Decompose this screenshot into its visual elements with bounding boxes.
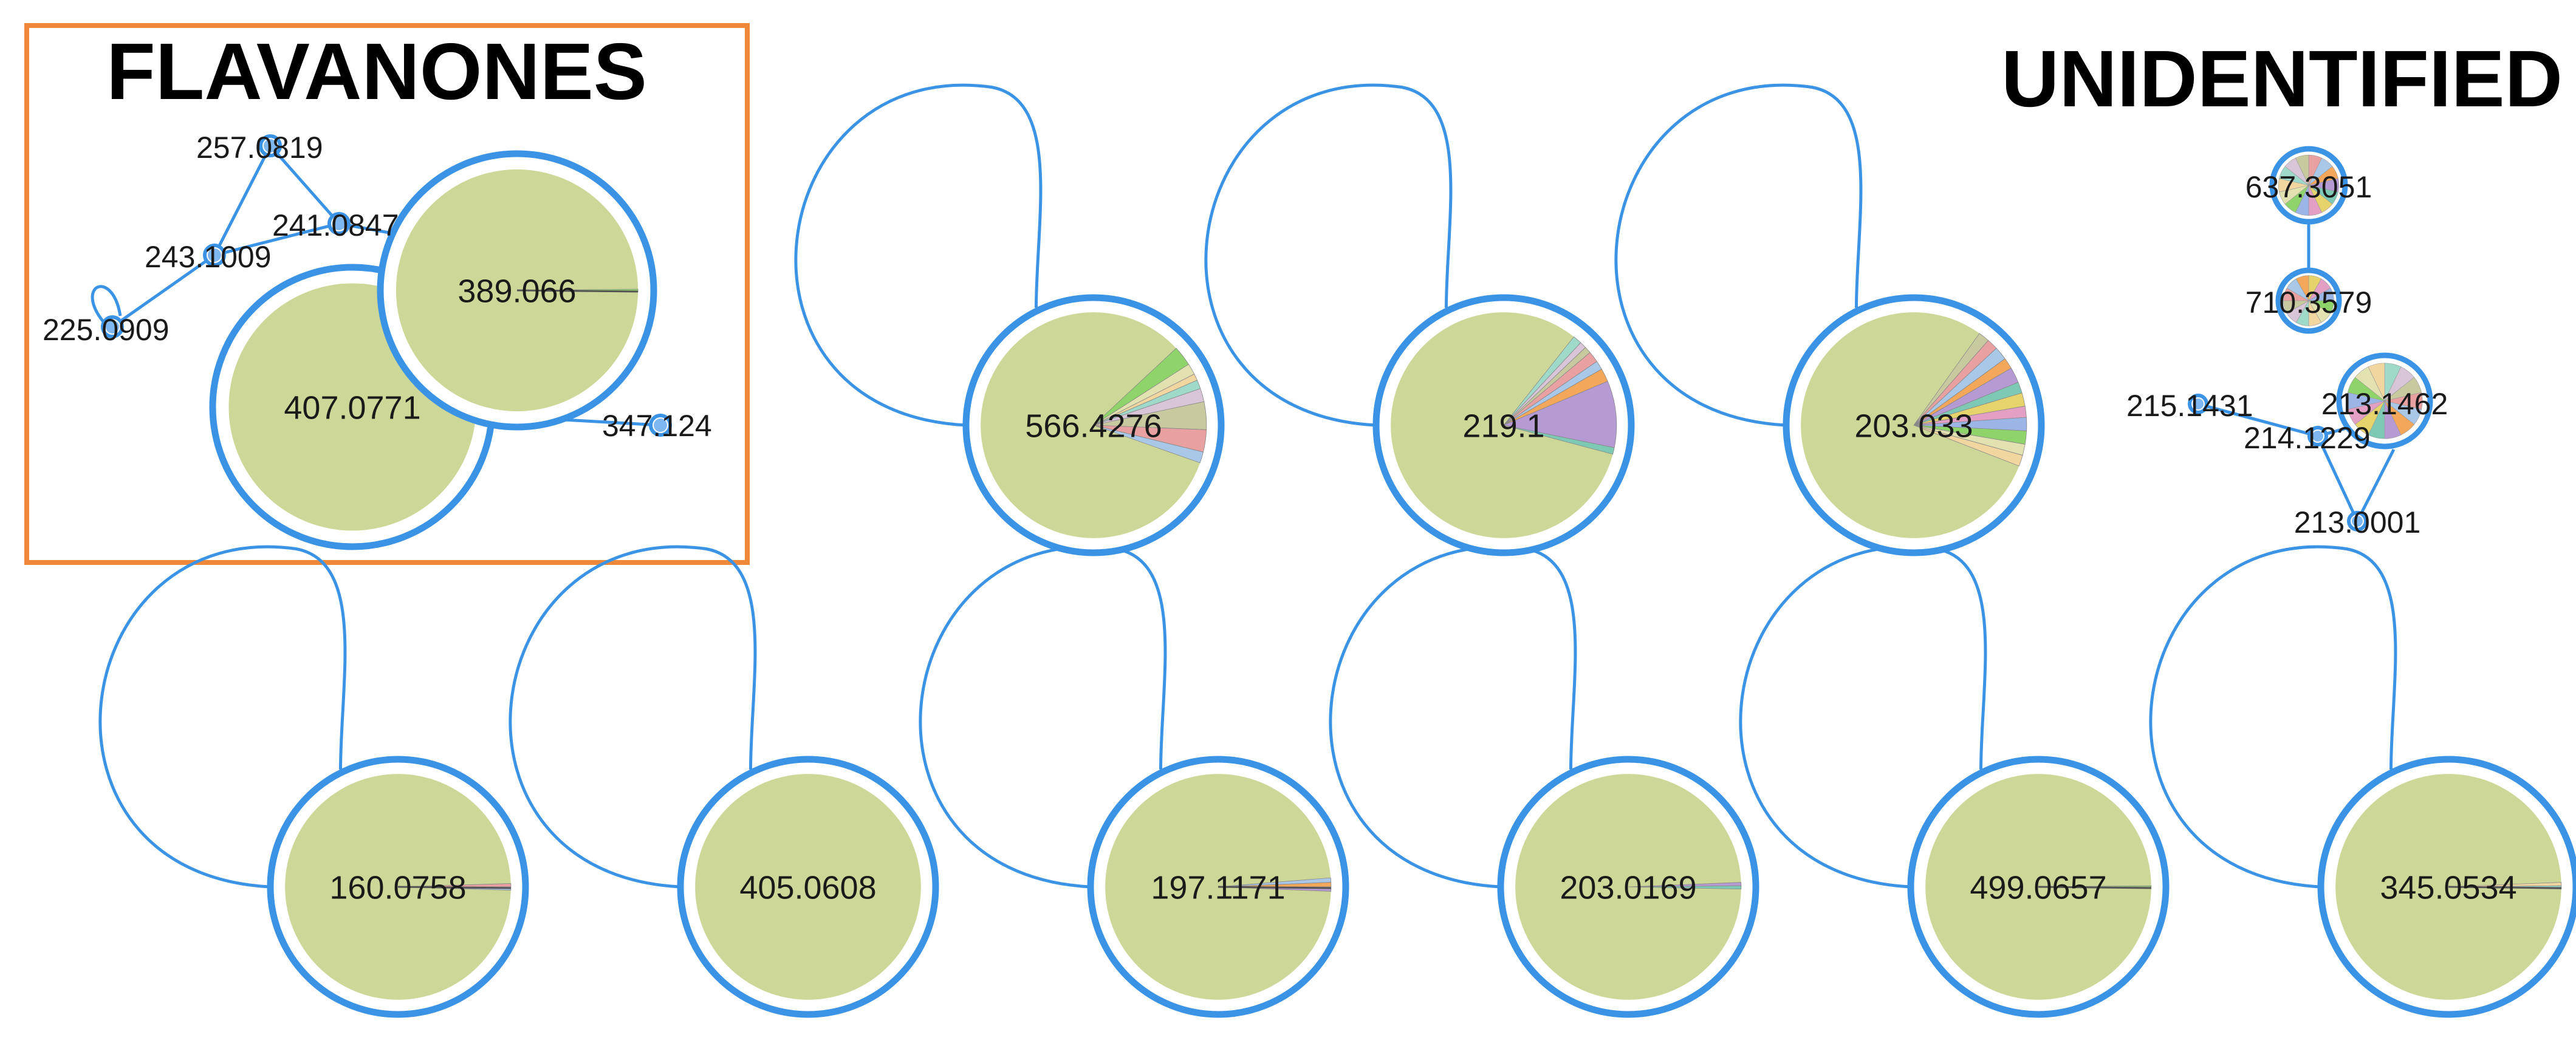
unid-node-213a-core — [2352, 516, 2363, 527]
pie-slice — [1093, 425, 1204, 463]
flavanones-highlight-box — [24, 23, 750, 565]
self-loop-edge — [509, 545, 757, 889]
singleton-node-9 — [2317, 756, 2576, 1018]
pie-slice-line — [2448, 886, 2561, 889]
singleton-node-6 — [1087, 756, 1349, 1018]
node-label: 197.1171 — [1151, 869, 1285, 906]
singleton-node-3 — [1783, 294, 2045, 556]
self-loop-edge — [1614, 83, 1863, 427]
node-label: 213.1462 — [2321, 387, 2448, 421]
unid-node-215-core — [2193, 398, 2204, 409]
node-label: 407.0771 — [284, 389, 420, 426]
self-loop-edge — [2149, 545, 2397, 889]
node-label: 241.0847 — [272, 208, 399, 242]
node-label: 710.3579 — [2245, 285, 2372, 320]
node-label: 637.3051 — [2245, 170, 2372, 204]
pie-slice-line — [1218, 886, 1331, 889]
node-label: 257.0819 — [196, 131, 323, 165]
node-label: 225.0909 — [43, 313, 170, 347]
node-label: 345.0534 — [2380, 869, 2516, 906]
pie-slice — [1628, 885, 1742, 890]
flavanones-heading: FLAVANONES — [106, 27, 647, 116]
pie-slice-line — [2038, 886, 2151, 889]
node-label: 160.0758 — [329, 869, 466, 906]
node-label: 203.033 — [1854, 408, 1973, 444]
unid-node-213b — [2336, 352, 2433, 450]
self-loop-edge — [1329, 545, 1577, 889]
edge — [111, 253, 216, 329]
singleton-node-5 — [677, 756, 939, 1018]
unid-node-710 — [2275, 267, 2342, 334]
node-layer — [101, 134, 2576, 1018]
node-label: 566.4276 — [1025, 408, 1162, 444]
node-label: 213.0001 — [2294, 505, 2421, 539]
flav-node-241-core — [332, 217, 346, 230]
flav-node-243-core — [208, 248, 221, 262]
singleton-node-4 — [267, 756, 529, 1018]
pie-slice-line — [516, 289, 639, 293]
node-label: 219.1 — [1462, 408, 1544, 444]
singleton-node-1 — [962, 294, 1225, 556]
self-loop-edge — [91, 285, 122, 324]
node-pie-base — [695, 774, 921, 1000]
edge — [269, 145, 340, 225]
self-loop-edge — [794, 83, 1043, 427]
edge — [214, 222, 340, 257]
pie-slice — [2368, 363, 2385, 402]
self-loop-edge — [98, 545, 347, 889]
edge — [2316, 435, 2359, 522]
self-loop-edge — [1739, 545, 1987, 889]
pie-slice — [1502, 381, 1617, 448]
singleton-node-7 — [1497, 756, 1759, 1018]
node-label: 389.066 — [457, 273, 576, 309]
singleton-node-2 — [1372, 294, 1635, 556]
node-label: 499.0657 — [1970, 869, 2106, 906]
pie-slice — [2295, 275, 2309, 302]
self-loop-edge — [919, 545, 1167, 889]
node-label: 214.1229 — [2244, 421, 2371, 455]
edge-layer — [91, 83, 2397, 889]
edge — [2355, 448, 2396, 522]
unid-node-214-core — [2312, 431, 2323, 442]
node-label: 243.1009 — [145, 240, 272, 274]
flav-node-389 — [377, 150, 657, 431]
edge — [552, 417, 661, 427]
singleton-node-8 — [1907, 756, 2170, 1018]
unid-node-637 — [2269, 146, 2348, 225]
pie-slice-line — [397, 886, 511, 889]
self-loop-edge — [1204, 83, 1453, 427]
pie-slice — [2038, 885, 2152, 887]
node-label: 203.0169 — [1560, 869, 1696, 906]
unidentified-heading: UNIDENTIFIED — [2001, 34, 2563, 123]
edge — [2197, 402, 2318, 438]
pie-slice — [1913, 425, 2023, 467]
pie-slice — [2295, 154, 2309, 186]
pie-slice — [1503, 425, 1615, 455]
edge — [213, 145, 272, 256]
flav-node-257-core — [264, 139, 277, 152]
node-label: 405.0608 — [739, 869, 876, 906]
node-label: 347.124 — [602, 409, 712, 443]
flav-node-347-core — [654, 419, 667, 432]
node-label: 215.1431 — [2126, 389, 2253, 423]
flav-node-225-core — [106, 320, 119, 333]
